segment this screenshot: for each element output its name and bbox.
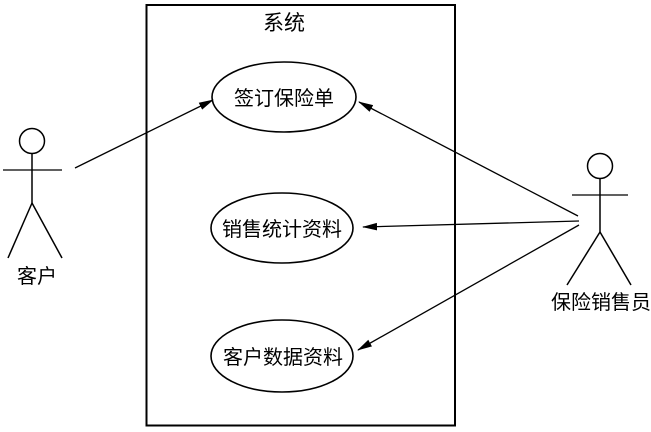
association-salesperson-sales-statistics: [362, 220, 580, 231]
usecase-ellipse: [210, 192, 354, 264]
actor-left-leg: [566, 231, 601, 286]
actor-right-leg: [599, 231, 632, 286]
actor-customer: [3, 127, 63, 259]
actor-head-icon: [586, 152, 614, 180]
actor-right-leg: [31, 202, 63, 259]
actor-head-icon: [18, 127, 46, 155]
usecase-sign-insurance-policy: 签订保险单: [211, 61, 357, 133]
actor-customer-label: 客户: [17, 265, 57, 288]
usecase-label: 客户数据资料: [223, 346, 343, 369]
system-boundary-box: [145, 4, 456, 427]
associations: [74, 99, 580, 351]
usecase-label: 签订保险单: [234, 87, 334, 110]
usecase-label: 销售统计资料: [222, 218, 342, 241]
actor-left-leg: [7, 202, 33, 259]
association-salesperson-sign-policy: [358, 101, 579, 217]
usecase-ellipse: [210, 319, 354, 393]
usecase-sales-statistics: 销售统计资料: [210, 192, 354, 264]
association-salesperson-customer-data: [357, 224, 580, 351]
usecase-customer-data: 客户数据资料: [210, 319, 354, 393]
system-title: 系统: [263, 11, 305, 35]
actor-insurance-salesperson: [566, 152, 632, 286]
usecase-ellipse: [211, 61, 357, 133]
actor-insurance-salesperson-label: 保险销售员: [551, 291, 651, 314]
association-customer-sign-policy: [74, 99, 214, 169]
